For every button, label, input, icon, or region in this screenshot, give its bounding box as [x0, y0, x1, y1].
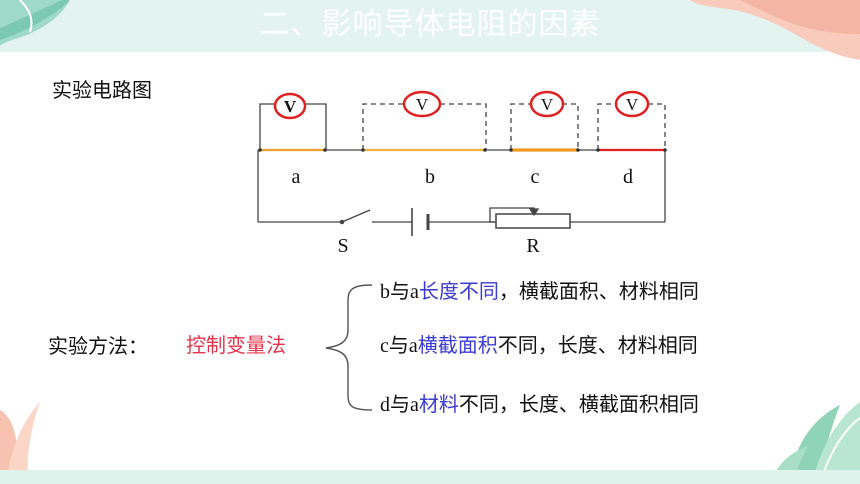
- voltmeter-c-wire-right: [562, 103, 579, 150]
- top-right-blob-decoration: [690, 0, 860, 60]
- conductor-c-terminal-right: [576, 148, 580, 152]
- bottom-right-leaf-decoration: [770, 402, 860, 484]
- switch-blade: [341, 209, 371, 223]
- comparison-row-d: d与a材料不同，长度、横截面积相同: [380, 394, 699, 415]
- comparison-row-b: b与a长度不同，横截面积、材料相同: [380, 281, 699, 302]
- voltmeter-d-wire-right: [648, 103, 666, 150]
- voltmeter-c-wire: [510, 103, 531, 150]
- conductor-group: [258, 148, 667, 152]
- comparison-remainder: 不同，长度、材料相同: [497, 333, 698, 357]
- comparison-connector: 与: [388, 333, 409, 357]
- rheostat-slider-arrow: [528, 208, 540, 217]
- voltmeter-d: V: [614, 90, 650, 118]
- comparison-row-c: c与a横截面积不同，长度、材料相同: [380, 335, 698, 356]
- comparison-remainder: 不同，长度、横截面积相同: [458, 392, 699, 416]
- conductor-b-terminal-right: [483, 148, 487, 152]
- comparison-varied-factor: 材料: [418, 392, 459, 416]
- voltmeter-c: V: [529, 90, 565, 118]
- circuit-diagram: [257, 103, 666, 411]
- top-left-leaf-decoration: [0, 0, 70, 46]
- comparison-subject: b: [380, 281, 390, 303]
- voltmeter-c-symbol: V: [541, 95, 554, 114]
- comparison-remainder: ，横截面积、材料相同: [498, 279, 699, 303]
- voltmeter-a-wire: [259, 103, 276, 150]
- conductor-b-label: b: [425, 166, 435, 188]
- conductor-d-label: d: [623, 166, 633, 188]
- comparison-reference: a: [408, 335, 418, 357]
- voltmeter-a-wire-right: [304, 103, 327, 150]
- conductor-c-terminal-left: [509, 148, 513, 152]
- conductor-a-terminal-left: [258, 148, 262, 152]
- method-label: 实验方法：: [48, 334, 148, 358]
- bottom-band: [0, 470, 860, 484]
- comparison-varied-factor: 长度不同: [418, 279, 499, 303]
- bottom-left-plant-decoration: [0, 402, 40, 484]
- voltmeter-group: V V V V: [273, 90, 650, 120]
- comparison-reference: a: [410, 281, 419, 303]
- title-band: [0, 0, 860, 52]
- switch-label: S: [337, 235, 348, 257]
- voltmeter-d-symbol: V: [626, 95, 639, 114]
- comparison-subject: d: [380, 394, 390, 416]
- method-name: 控制变量法: [186, 333, 286, 357]
- comparison-subject: c: [380, 335, 389, 357]
- comparison-reference: a: [410, 394, 419, 416]
- conductor-d-terminal-right: [663, 148, 667, 152]
- conductor-c-label: c: [531, 166, 540, 188]
- voltmeter-d-wire: [597, 103, 616, 150]
- voltmeter-a-symbol: V: [284, 97, 297, 116]
- slide-title: 二、影响导体电阻的因素: [259, 7, 601, 42]
- circuit-diagram-label: 实验电路图: [52, 78, 152, 102]
- voltmeter-b-wire: [362, 103, 404, 150]
- conductor-b-terminal-left: [361, 148, 365, 152]
- voltmeter-b-wire-right: [440, 103, 487, 150]
- rheostat-label: R: [526, 235, 540, 257]
- comparison-connector: 与: [390, 279, 410, 303]
- method-brace: [325, 284, 373, 411]
- conductor-a-terminal-right: [323, 148, 327, 152]
- comparison-varied-factor: 横截面积: [417, 333, 498, 357]
- conductor-a-label: a: [292, 166, 301, 188]
- voltmeter-a: V: [273, 92, 307, 120]
- comparison-connector: 与: [390, 392, 410, 416]
- voltmeter-b-symbol: V: [416, 95, 429, 114]
- voltmeter-b: V: [402, 90, 442, 118]
- conductor-labels: a b c d S R: [292, 166, 633, 257]
- rheostat-body: [495, 213, 571, 229]
- conductor-d-terminal-left: [596, 148, 600, 152]
